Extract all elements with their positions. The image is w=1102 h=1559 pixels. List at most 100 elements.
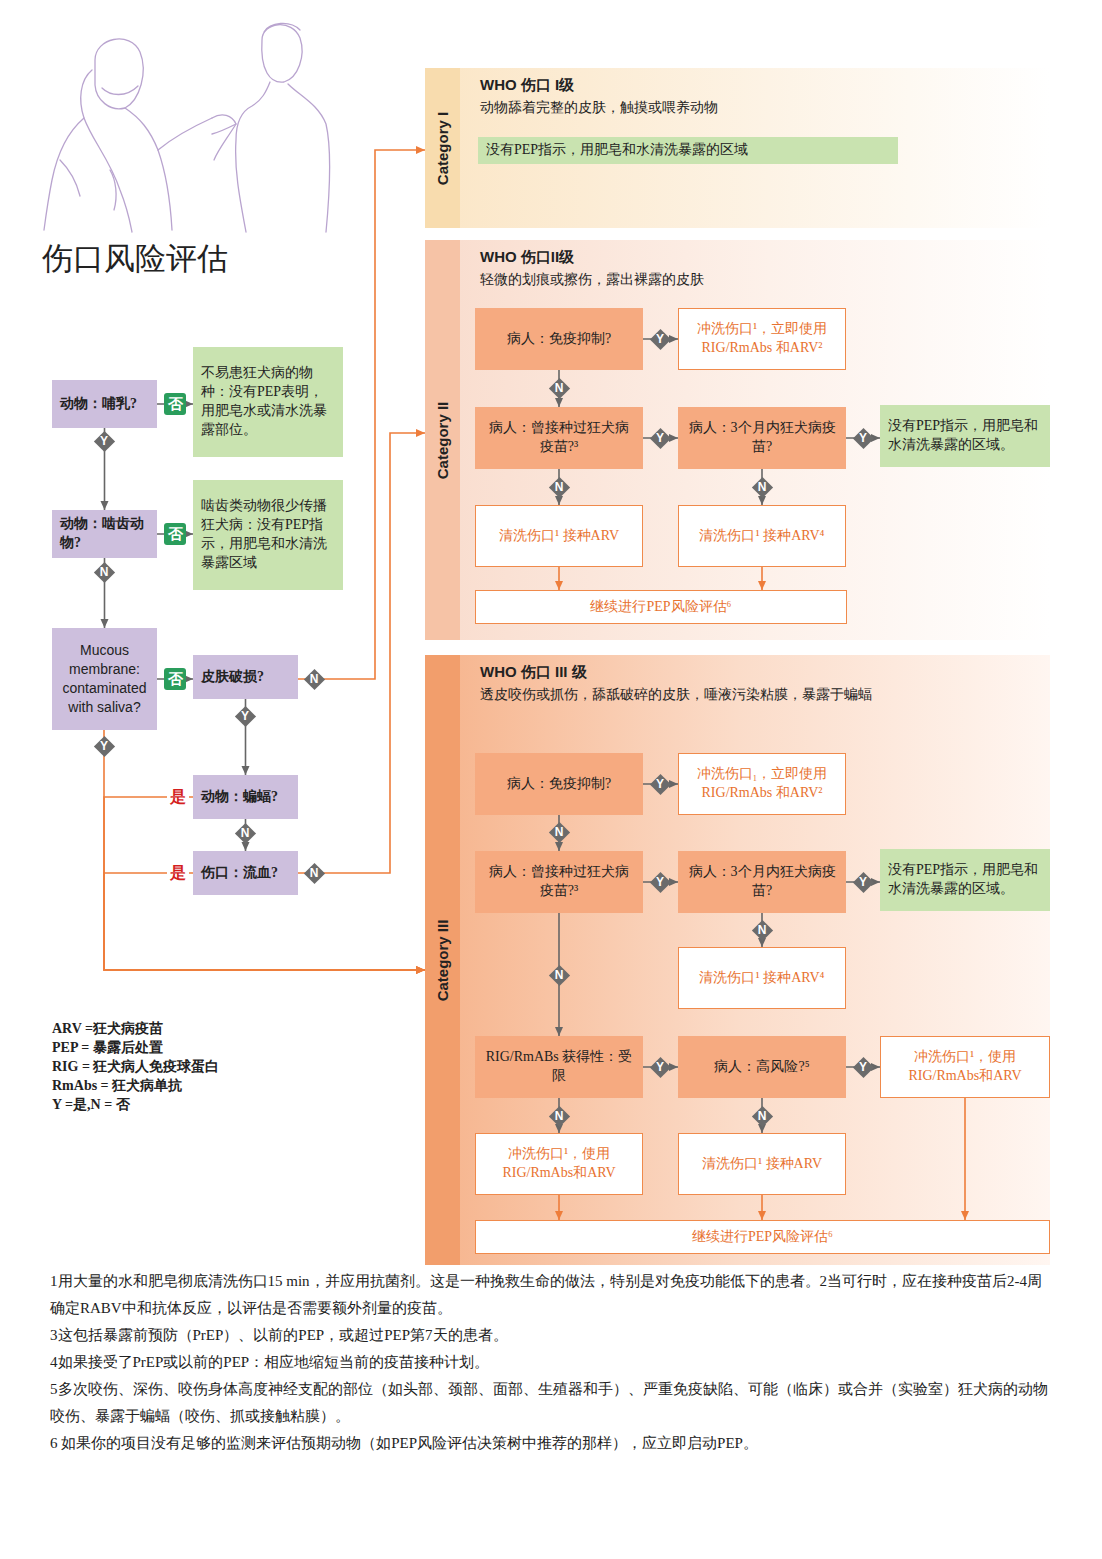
node-text: 病人：曾接种过狂犬病疫苗?³ [483, 419, 635, 457]
branch-marker: Y [852, 871, 874, 893]
node-text: 清洗伤口¹ 接种ARV⁴ [687, 527, 837, 546]
node-text: 冲洗伤口¹，立即使用RIG/RmAbs 和ARV² [687, 320, 837, 358]
branch-label: Y [859, 875, 867, 889]
node-text: 清洗伤口¹ 接种ARV [484, 527, 634, 546]
branch-label: N [758, 923, 767, 937]
node-text: 继续进行PEP风险评估⁶ [484, 1228, 1041, 1247]
branch-label: N [310, 866, 319, 880]
branch-label: N [555, 968, 564, 982]
note-box: 啮齿类动物很少传播狂犬病：没有PEP指示，用肥皂和水清洗暴露区域 [193, 480, 343, 590]
legend-key: PEP = 暴露后处置 [52, 1038, 219, 1057]
branch-marker: Y [649, 1056, 671, 1078]
band-heading: WHO 伤口 I级 [480, 76, 1040, 95]
branch-marker: Y [852, 1056, 874, 1078]
category-strip: Category I [425, 68, 460, 228]
branch-marker: N [548, 476, 570, 498]
branch-marker: N [751, 919, 773, 941]
action-box: 清洗伤口¹ 接种ARV [678, 1133, 846, 1195]
decision-box: RIG/RmABs 获得性：受限 [475, 1036, 643, 1098]
decision-box: 病人：免疫抑制? [475, 308, 643, 370]
branch-marker: N [303, 862, 325, 884]
category-label: Category III [434, 919, 451, 1001]
branch-marker: N [751, 1105, 773, 1127]
branch-label: Y [656, 332, 664, 346]
branch-label: Y [656, 1060, 664, 1074]
note-box: 没有PEP指示，用肥皂和水清洗暴露的区域 [478, 137, 898, 164]
node-text: 清洗伤口¹ 接种ARV⁴ [687, 969, 837, 988]
node-text: 没有PEP指示，用肥皂和水清洗暴露的区域。 [888, 417, 1042, 455]
branch-marker: Y [93, 735, 115, 757]
branch-marker: Y [852, 427, 874, 449]
decision-box: 病人：3个月内狂犬病疫苗? [678, 851, 846, 913]
node-text: 病人：3个月内狂犬病疫苗? [686, 419, 838, 457]
action-box: 冲洗伤口¹，立即使用RIG/RmAbs 和ARV² [678, 308, 846, 370]
branch-label: Y [656, 777, 664, 791]
node-text: 冲洗伤口₁，立即使用RIG/RmAbs 和ARV² [687, 765, 837, 803]
node-text: RIG/RmABs 获得性：受限 [483, 1048, 635, 1086]
branch-label: N [758, 1109, 767, 1123]
branch-label: Y [859, 431, 867, 445]
category-strip: Category II [425, 240, 460, 640]
branch-label: 否 [168, 525, 183, 544]
action-box: 冲洗伤口₁，立即使用RIG/RmAbs 和ARV² [678, 753, 846, 815]
footnote: 3这包括暴露前预防（PrEP）、以前的PEP，或超过PEP第7天的患者。 [50, 1322, 1055, 1349]
node-text: 啮齿类动物很少传播狂犬病：没有PEP指示，用肥皂和水清洗暴露区域 [201, 497, 335, 573]
node-text: 动物：啮齿动物? [60, 515, 149, 553]
decision-box: 病人：高风险?⁵ [678, 1036, 846, 1098]
branch-marker: Y [649, 328, 671, 350]
branch-marker: Y [649, 427, 671, 449]
band-heading: WHO 伤口 III 级 [480, 663, 1040, 682]
category-strip: Category III [425, 655, 460, 1265]
node-text: 冲洗伤口¹，使用RIG/RmAbs和ARV [484, 1145, 634, 1183]
node-text: 病人：3个月内狂犬病疫苗? [686, 863, 838, 901]
category-label: Category I [434, 111, 451, 184]
branch-label: Y [100, 739, 108, 753]
branch-label: 是 [170, 863, 186, 884]
footnote: 4如果接受了PrEP或以前的PEP：相应地缩短当前的疫苗接种计划。 [50, 1349, 1055, 1376]
branch-label: 是 [170, 787, 186, 808]
branch-label: Y [100, 434, 108, 448]
node-text: 病人：高风险?⁵ [686, 1058, 838, 1077]
branch-label: N [555, 381, 564, 395]
legend-key: Y =是,N = 否 [52, 1095, 219, 1114]
branch-label: Y [241, 709, 249, 723]
node-text: 病人：曾接种过狂犬病疫苗?³ [483, 863, 635, 901]
decision-box: 动物：蝙蝠? [193, 775, 298, 819]
band-body: 动物舔着完整的皮肤，触摸或喂养动物 [480, 98, 910, 118]
branch-marker: N [548, 377, 570, 399]
branch-label: Y [859, 1060, 867, 1074]
decision-box: 动物：啮齿动物? [52, 510, 157, 558]
branch-marker: N [234, 822, 256, 844]
connector [761, 567, 763, 590]
legend-block: ARV =狂犬病疫苗PEP = 暴露后处置RIG = 狂犬病人免疫球蛋白RmAb… [52, 1019, 219, 1114]
branch-marker: N [548, 1105, 570, 1127]
node-text: 伤口：流血? [201, 864, 290, 883]
branch-marker: Y [649, 773, 671, 795]
branch-label: Y [656, 875, 664, 889]
connector [558, 567, 560, 590]
connector [104, 730, 425, 970]
note-box: 不易患狂犬病的物种：没有PEP表明，用肥皂水或清水洗暴露部位。 [193, 347, 343, 457]
connector [558, 1195, 560, 1220]
illustration [0, 0, 340, 235]
branch-marker: N [751, 476, 773, 498]
title: 伤口风险评估 [42, 238, 228, 280]
node-text: 没有PEP指示，用肥皂和水清洗暴露的区域 [486, 141, 890, 160]
branch-label: N [555, 1109, 564, 1123]
band-body: 透皮咬伤或抓伤，舔舐破碎的皮肤，唾液污染粘膜，暴露于蝙蝠 [480, 685, 910, 705]
decision-box: 动物：哺乳? [52, 380, 157, 428]
footnote: 6 如果你的项目没有足够的监测来评估预期动物（如PEP风险评估决策树中推荐的那样… [50, 1430, 1055, 1457]
footnote: 5多次咬伤、深伤、咬伤身体高度神经支配的部位（如头部、颈部、面部、生殖器和手）、… [50, 1376, 1055, 1430]
category-band: Category IIWHO 伤口II级轻微的划痕或擦伤，露出裸露的皮肤病人：免… [425, 240, 1050, 640]
action-box: 清洗伤口¹ 接种ARV [475, 505, 643, 567]
node-text: 皮肤破损? [201, 668, 290, 687]
decision-box: 皮肤破损? [193, 655, 298, 699]
legend-key: RIG = 狂犬病人免疫球蛋白 [52, 1057, 219, 1076]
action-box: 继续进行PEP风险评估⁶ [475, 1220, 1050, 1254]
band-heading: WHO 伤口II级 [480, 248, 1040, 267]
branch-label: N [555, 825, 564, 839]
branch-marker: Y [93, 430, 115, 452]
branch-marker: Y [649, 871, 671, 893]
node-text: 病人：免疫抑制? [483, 330, 635, 349]
